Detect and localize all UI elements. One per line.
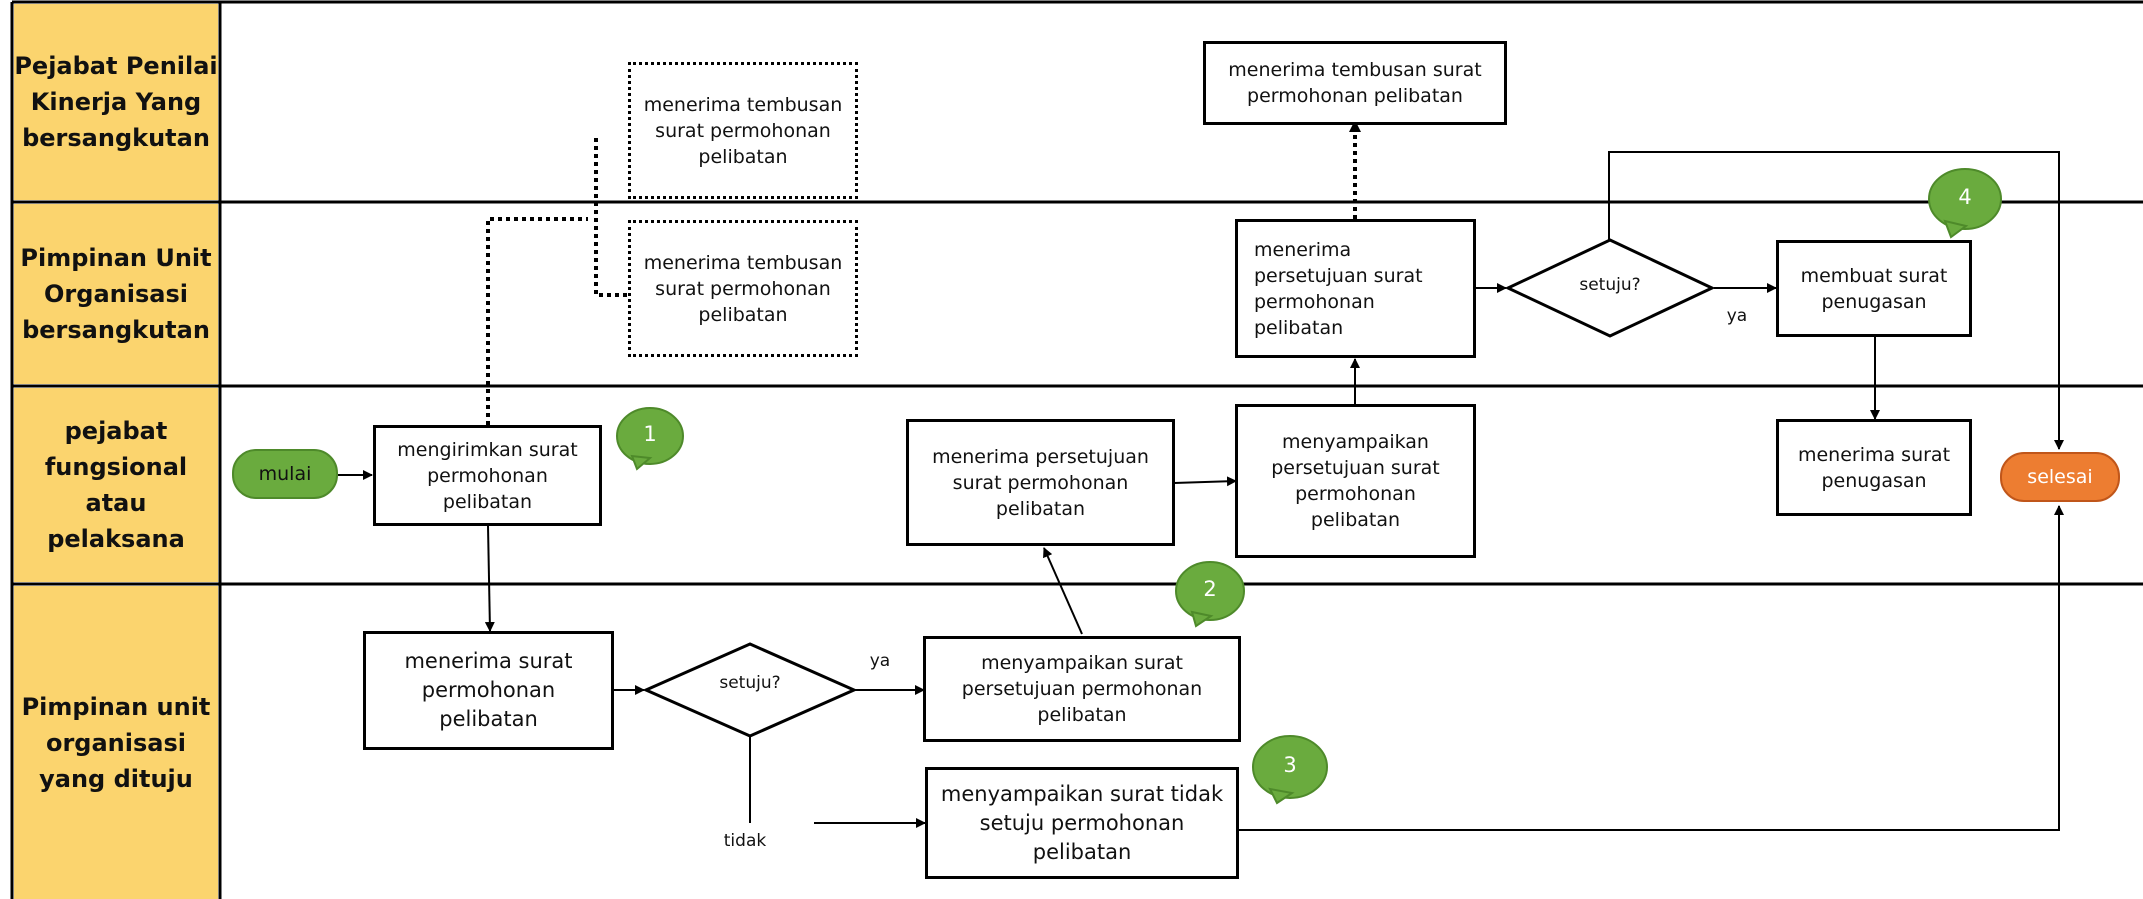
edge-label-ya-2: ya (1726, 306, 1748, 326)
end-terminal: selesai (2000, 452, 2120, 502)
process-terima-penugasan: menerima surat penugasan (1776, 419, 1972, 516)
process-sampaikan-tidak-setuju: menyampaikan surat tidak setuju permohon… (925, 767, 1239, 879)
badge-number-1: 1 (643, 422, 657, 446)
solid-connectors (338, 151, 2064, 831)
process-terima-persetujuan-pelaksana: menerima persetujuan surat permohonan pe… (906, 419, 1175, 546)
swimlane-frame (10, 0, 2143, 899)
badge-2 (1175, 561, 1245, 628)
process-buat-penugasan: membuat surat penugasan (1776, 240, 1972, 337)
process-terima-persetujuan-pimpinan: menerima persetujuan surat permohonan pe… (1235, 219, 1476, 358)
process-terima-tembusan-penilai-1: menerima tembusan surat permohonan pelib… (628, 62, 858, 199)
process-kirim-permohonan: mengirimkan surat permohonan pelibatan (373, 425, 602, 526)
badge-1 (616, 407, 684, 471)
decision-label-2: setuju? (1579, 275, 1641, 295)
badge-number-3: 3 (1283, 753, 1297, 777)
start-terminal: mulai (232, 449, 338, 499)
decision-diamond-1 (642, 642, 858, 738)
lane-header-pimpinan-dituju: Pimpinan unit organisasi yang dituju (14, 586, 218, 899)
process-terima-permohonan: menerima surat permohonan pelibatan (363, 631, 614, 750)
badge-number-2: 2 (1203, 577, 1217, 601)
edge-label-tidak: tidak (723, 831, 767, 851)
process-sampaikan-persetujuan-pelaksana: menyampaikan persetujuan surat permohona… (1235, 404, 1476, 558)
decision-diamond-2 (1504, 238, 1716, 338)
badge-4 (1928, 168, 2002, 239)
lane-header-penilai: Pejabat Penilai Kinerja Yang bersangkuta… (14, 4, 218, 200)
lane-header-pimpinan-unit: Pimpinan Unit Organisasi bersangkutan (14, 204, 218, 384)
badge-number-4: 4 (1958, 185, 1972, 209)
process-sampaikan-persetujuan: menyampaikan surat persetujuan permohona… (923, 636, 1241, 742)
process-terima-tembusan-pimpinan: menerima tembusan surat permohonan pelib… (628, 220, 858, 357)
decision-label-1: setuju? (719, 673, 781, 693)
badge-3 (1252, 735, 1328, 805)
dotted-copy-connectors (486, 130, 1357, 425)
edge-label-ya-1: ya (869, 651, 891, 671)
process-terima-tembusan-penilai-2: menerima tembusan surat permohonan pelib… (1203, 41, 1507, 125)
lane-header-pelaksana: pejabat fungsional atau pelaksana (14, 388, 218, 582)
